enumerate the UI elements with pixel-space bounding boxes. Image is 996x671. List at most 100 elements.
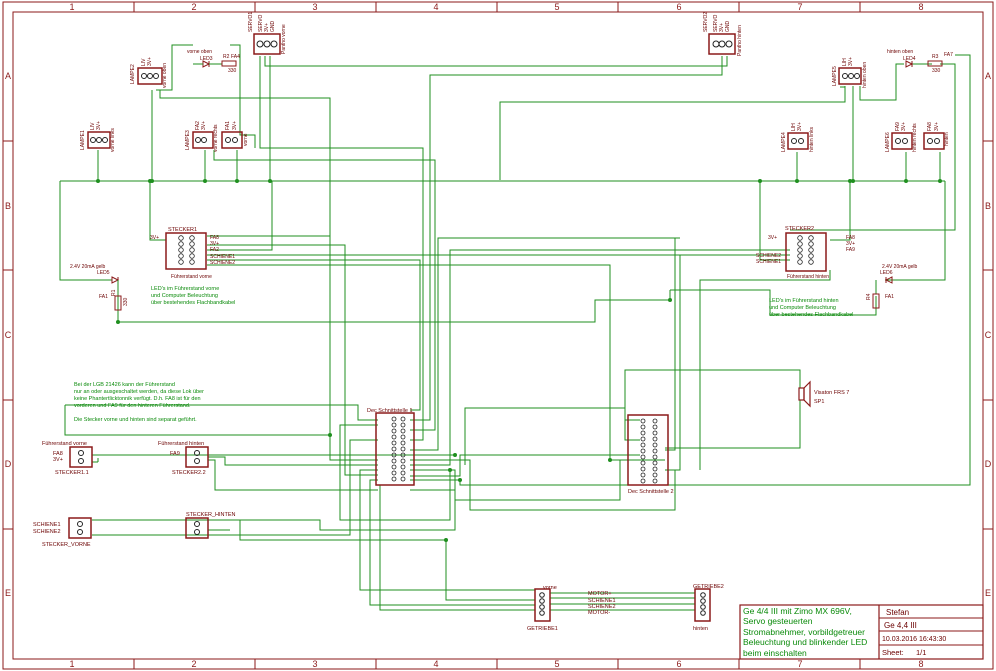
pin-label: 3V+ xyxy=(53,457,63,463)
component-name: SP1 xyxy=(814,399,824,405)
pin-label: 3V+ xyxy=(96,121,102,130)
col-label: 3 xyxy=(312,659,317,669)
frame-row-labels: A B C D E A B C D E xyxy=(5,71,992,598)
pin-label: hinten rechts xyxy=(912,123,918,152)
pin-label: SCHIENE1 xyxy=(756,259,781,265)
pin-label: SERVO xyxy=(713,14,719,32)
wire-junctions xyxy=(96,179,942,542)
note-line: nur an oder ausgeschaltet werden, da die… xyxy=(74,389,204,395)
pin-label: LIH xyxy=(791,123,797,131)
fa8-connector: FA8 3V+ hinten xyxy=(923,122,950,150)
sheet-value: 1/1 xyxy=(916,648,926,657)
pin-label: 3V+ xyxy=(210,241,219,247)
component-name: SERVO1 xyxy=(248,12,254,32)
resistor-label: FA7 xyxy=(944,52,953,58)
component-caption: hinten xyxy=(693,626,708,632)
led-name: LED3 xyxy=(200,56,213,62)
row-label: C xyxy=(5,330,12,340)
row-label: D xyxy=(5,459,12,469)
lampe3-connector: LAMPE3 FA2 3V+ vorne rechts xyxy=(185,121,219,152)
col-label: 8 xyxy=(918,2,923,12)
row-label: A xyxy=(985,71,991,81)
stecker-hinten-connector: STECKER_HINTEN xyxy=(185,512,236,539)
note-rear-led: LED's im Führerstand hinten und Computer… xyxy=(769,298,853,318)
pin-label: LIV xyxy=(90,122,96,130)
component-name: STECKER2 xyxy=(785,226,814,232)
col-label: 2 xyxy=(191,2,196,12)
servo1-connector: SERVO1 SERVO 3V+ GND Pantho vorne xyxy=(248,12,287,55)
lampe6-connector: LAMPE6 FA9 3V+ hinten rechts xyxy=(885,122,918,152)
col-label: 8 xyxy=(918,659,923,669)
col-label: 1 xyxy=(69,659,74,669)
col-label: 7 xyxy=(797,659,802,669)
lampe2-connector: LAMPE2 LIV 3V+ vorne oben xyxy=(130,57,168,88)
stecker2-connector: STECKER2 3V+ SCHIENE2 SCHIENE1 FA8 3V+ F… xyxy=(756,226,855,280)
pin-label: 3V+ xyxy=(768,235,777,241)
led-name: LED5 xyxy=(97,270,110,276)
pin-label: 3V+ xyxy=(934,122,940,131)
pin-label: 3V+ xyxy=(150,235,159,241)
col-label: 6 xyxy=(676,659,681,669)
pin-label: LIV xyxy=(141,58,147,66)
resistor-label: FA1 xyxy=(885,294,894,300)
component-name: STECKER_VORNE xyxy=(42,542,91,548)
pin-label: 3V+ xyxy=(848,57,854,66)
pin-label: FA9 xyxy=(895,122,901,131)
pin-label: vorne links xyxy=(110,128,116,152)
pin-label: GND xyxy=(270,21,276,33)
col-label: 7 xyxy=(797,2,802,12)
pin-label: SCHIENE2 xyxy=(33,529,61,535)
motor-labels: MOTOR+ SCHIENE1 SCHIENE2 MOTOR- xyxy=(588,591,616,616)
pin-label: SCHIENE2 xyxy=(756,253,781,259)
resistor-name: R4 xyxy=(866,293,872,300)
col-label: 1 xyxy=(69,2,74,12)
wire-label: SCHIENE2 xyxy=(588,604,616,610)
lampe4-connector: LAMPE4 LIH 3V+ hinten links xyxy=(781,122,815,152)
row-label: B xyxy=(985,201,991,211)
resistor-name: R1 xyxy=(111,289,117,296)
col-label: 5 xyxy=(554,2,559,12)
resistor-value: 330 xyxy=(123,297,129,306)
led-caption: vorne oben xyxy=(187,49,212,55)
component-sub: Führerstand hinten xyxy=(787,274,829,280)
front-led-group: vorne oben LED3 R2 FA4 330 xyxy=(187,49,240,74)
component-name: Dec Schnittstelle 1 xyxy=(367,408,413,414)
note-line: vorderen und FA9 für den hinteren Führer… xyxy=(74,403,191,409)
col-label: 4 xyxy=(433,2,438,12)
pin-label: vorne xyxy=(243,133,249,146)
component-name: STECKER2.2 xyxy=(172,470,206,476)
note-front-led: LED's im Führerstand vorne und Computer … xyxy=(151,286,235,306)
servo2-connector: SERVO2 SERVO 3V+ GND Pantho hinten xyxy=(703,12,743,56)
col-label: 6 xyxy=(676,2,681,12)
resistor-value: 330 xyxy=(932,68,941,74)
pin-label: GND xyxy=(725,21,731,33)
pin-label: 3V+ xyxy=(232,121,238,130)
title-line: Servo gesteuerten xyxy=(743,616,813,626)
col-label: 4 xyxy=(433,659,438,669)
note-line: und Computer Beleuchtung xyxy=(769,305,836,311)
resistor-value: 330 xyxy=(228,68,237,74)
pin-label: FA2 xyxy=(210,247,219,253)
resistor-label: FA1 xyxy=(99,294,108,300)
pin-label: FA8 xyxy=(210,235,219,241)
wire-label: MOTOR- xyxy=(588,610,610,616)
component-name: STECKER1 xyxy=(168,227,197,233)
col-label: 2 xyxy=(191,659,196,669)
col-label: 3 xyxy=(312,2,317,12)
component-name: LAMPE5 xyxy=(832,66,838,86)
note-line: Bei der LGB 21426 kann der Führerstand xyxy=(74,382,175,388)
pin-label: 3V+ xyxy=(846,241,855,247)
pin-label: SCHIENE2 xyxy=(210,260,235,266)
pin-label: 3V+ xyxy=(201,121,207,130)
component-name: GETRIEBE1 xyxy=(527,626,558,632)
getriebe2-connector: GETRIEBE2 hinten xyxy=(693,584,724,632)
component-name: LAMPE1 xyxy=(80,130,86,150)
pin-label: hinten xyxy=(944,132,950,146)
pin-label: LIH xyxy=(842,58,848,66)
row-label: B xyxy=(5,201,11,211)
component-name: FA8 xyxy=(927,122,933,131)
component-name: FA1 xyxy=(225,121,231,130)
pin-label: 3V+ xyxy=(719,23,725,32)
drawing-name: Ge 4,4 III xyxy=(884,621,917,630)
row-label: C xyxy=(985,330,992,340)
